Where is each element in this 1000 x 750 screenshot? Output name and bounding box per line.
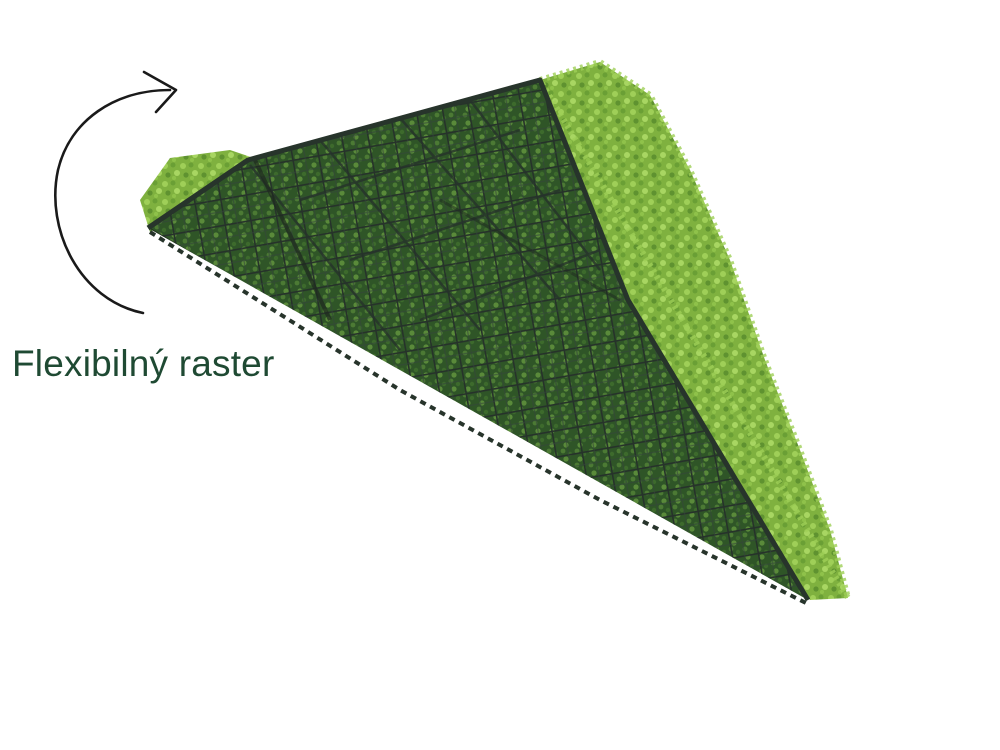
curved-arrow-icon xyxy=(54,70,178,315)
caption-text: Flexibilný raster xyxy=(12,343,275,384)
